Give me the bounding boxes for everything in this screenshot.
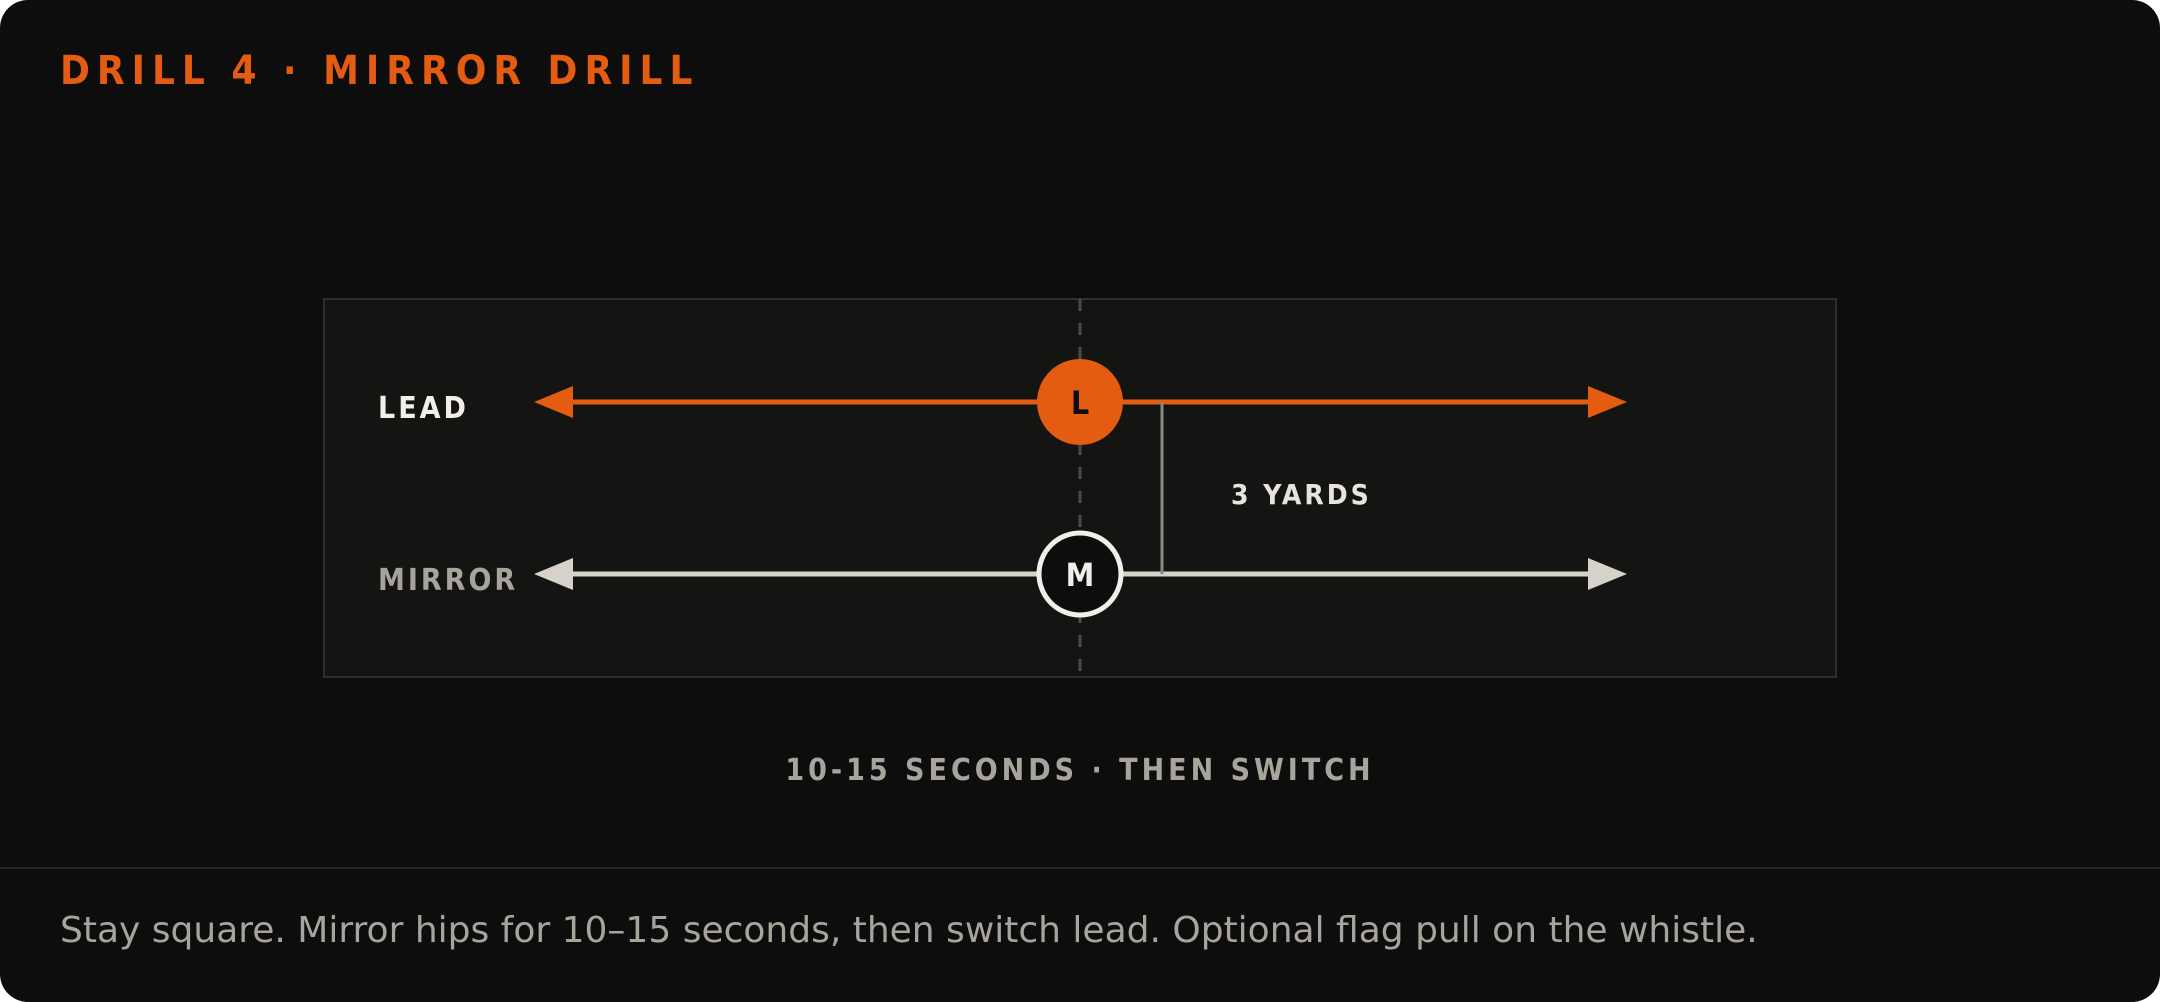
timing-caption: 10-15 SECONDS · THEN SWITCH bbox=[785, 753, 1374, 788]
mirror-arrow-right-icon bbox=[1588, 558, 1627, 590]
lead-arrow-left-icon bbox=[534, 386, 573, 418]
lead-label: LEAD bbox=[378, 391, 469, 426]
mirror-arrow-left-icon bbox=[534, 558, 573, 590]
drill-instructions: Stay square. Mirror hips for 10–15 secon… bbox=[60, 910, 1758, 951]
footer-divider bbox=[0, 867, 2160, 869]
mirror-marker-letter: M bbox=[1066, 556, 1095, 594]
drill-title: DRILL 4 · MIRROR DRILL bbox=[60, 48, 700, 94]
lead-player-marker bbox=[1037, 359, 1123, 445]
distance-label: 3 YARDS bbox=[1231, 478, 1372, 511]
lead-arrow-right-icon bbox=[1588, 386, 1627, 418]
lead-marker-letter: L bbox=[1071, 384, 1089, 422]
mirror-player-marker bbox=[1036, 530, 1124, 618]
mirror-label: MIRROR bbox=[378, 563, 518, 598]
